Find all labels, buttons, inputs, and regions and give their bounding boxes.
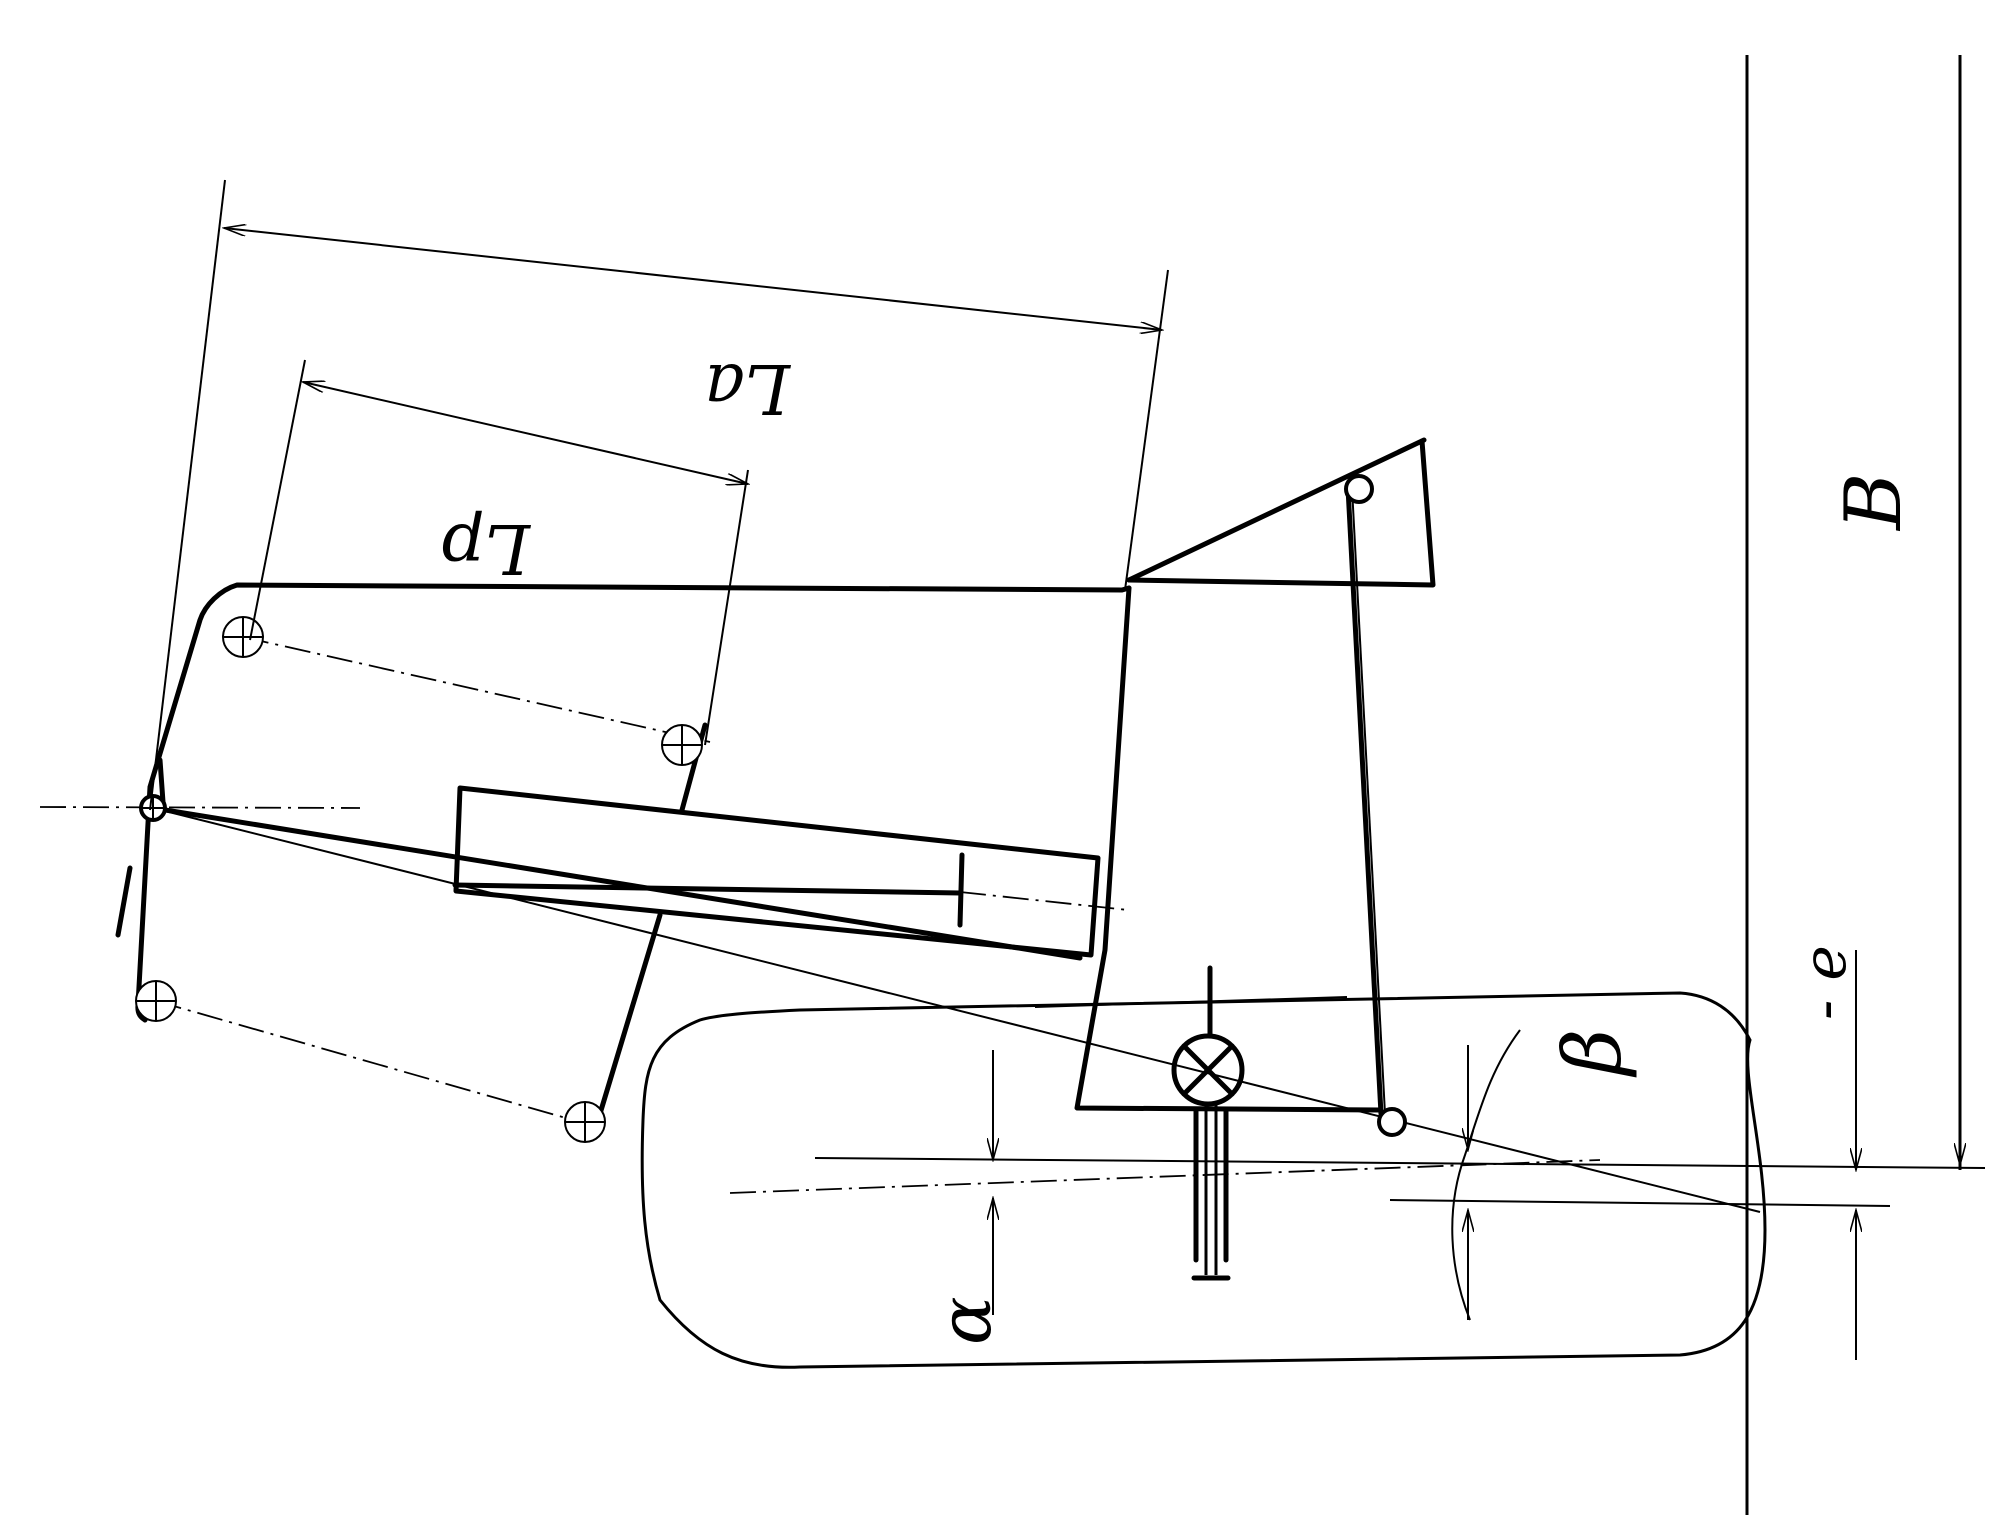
b-label: B [1829,473,1919,532]
lower-link-rod-inner [1351,487,1386,1115]
upper-pivot-axis [242,636,711,743]
knuckle-arm [1074,585,1383,1113]
actuator-piston-rod [452,882,963,896]
left-arm-dash-upper [157,757,166,805]
ground-ref-line [1389,1199,1891,1207]
actuator-cylinder [453,785,1101,958]
left-arm-dash-lower [115,865,133,938]
la-dimension-line [224,228,1162,330]
pivot-rod-upper [150,805,1083,961]
la-ext-right [1124,269,1169,591]
pivot-top-rod [1344,474,1374,504]
lower-cylinder-link [593,912,663,1130]
main-frame-outline [135,582,1132,1023]
wheel-axis-line [729,1159,1601,1194]
alpha-label: α [923,1296,1007,1345]
beta-arc [1451,1029,1521,1321]
pivot-bottom-rod [1377,1107,1407,1137]
lp-ext-left [249,359,306,641]
horizontal-pivot-axis [39,806,361,809]
lower-pivot-axis [155,1000,609,1131]
wheel-hub-x2 [1181,1043,1235,1097]
lp-dimension-line [303,382,748,484]
tire-outline [640,991,1767,1369]
upper-arm-pivot-line [1126,437,1427,583]
lower-link-rod [1345,485,1384,1117]
la-label: La [704,348,792,427]
beta-label: β [1546,1029,1639,1078]
lp-label: Lp [441,508,532,587]
la-ext-left [149,179,226,811]
wheel-center-line [814,1157,1986,1169]
actuator-axis [959,891,1129,911]
e-label: - e [1790,945,1860,1020]
upper-arm [1126,438,1436,588]
lp-ext-right [704,469,749,746]
pivot-rod-lower [152,807,1761,1213]
actuator-end-cap [957,852,965,928]
